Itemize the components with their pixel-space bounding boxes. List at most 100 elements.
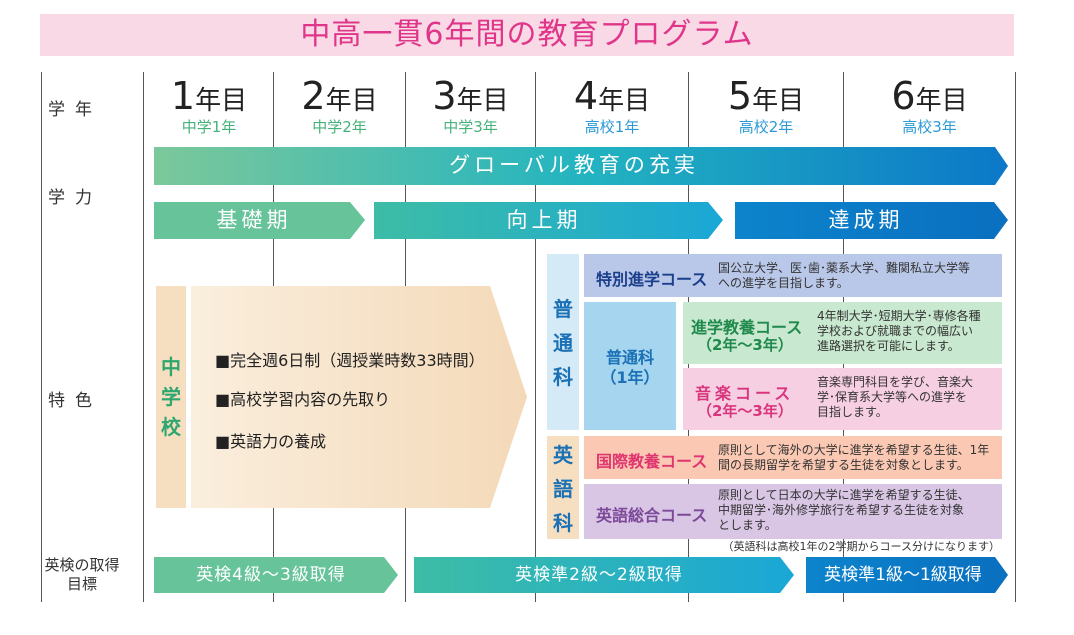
eiken-goal-3: 英検準1級〜1級取得 [824,565,982,585]
row-label-eiken-line2: 目標 [66,575,97,593]
eiken-arrow-2 [414,557,794,593]
eiken-goal-1: 英検4級〜3級取得 [196,565,346,585]
general-year1-box [584,302,676,430]
junior-high-char: 校 [161,415,181,439]
course-description: 国公立大学、医･歯･薬系大学、難関私立大学等 への進学を目指します。 [718,261,970,291]
grid-line [143,72,144,602]
year-grade: 高校3年 [902,118,957,136]
year-unit: 年目 [915,86,968,116]
year-number: 6 [891,74,916,118]
year-header-4: 4年目 高校1年 [536,76,688,135]
course-description: 原則として日本の大学に進学を希望する生徒、 中期留学･海外修学旅行を希望する生徒… [718,488,970,533]
general-year1-line: 普通科 [605,348,654,367]
global-arrow [154,147,1008,185]
year-unit: 年目 [752,86,805,116]
english-course-label: 英 語 科 [547,438,579,540]
course-name: 進学教養コース [691,318,803,337]
course-desc-line: とします。 [718,518,777,532]
course-name: 国際教養コース [596,452,708,471]
course-description: 4年制大学･短期大学･専修各種 学校および就職までの幅広い 進路選択を可能にしま… [817,309,981,354]
course-desc-line: への進学を目指します。 [718,276,849,290]
course-desc-line: 学･保育系大学等への進学を [817,390,968,404]
general-year1-label: 普通科 （1年） [584,348,676,388]
phase-arrow-basic [154,202,365,239]
course-english-general: 英語総合コース 原則として日本の大学に進学を希望する生徒、 中期留学･海外修学旅… [584,484,1002,539]
course-term: （2年〜3年） [697,336,793,354]
phase-label-basic: 基礎期 [216,208,292,232]
english-course-box [547,436,579,539]
feature-arrow [191,286,527,508]
course-desc-line: 国公立大学、医･歯･薬系大学、難関私立大学等 [718,261,971,275]
year-header-3: 3年目 中学3年 [406,76,535,135]
course-description: 原則として海外の大学に進学を希望する生徒、1年 間の長期留学を希望する生徒を対象… [718,443,989,473]
year-number: 3 [432,74,457,118]
year-number: 5 [727,74,753,118]
course-desc-line: 学校および就職までの幅広い [817,324,974,338]
phase-arrow-improve [374,202,723,239]
course-desc-line: 音楽専門科目を学び、音楽大 [817,375,974,389]
row-label-eiken: 英検の取得 目標 [38,556,126,594]
phase-label-improve: 向上期 [506,208,582,232]
year-header-6: 6年目 高校3年 [844,76,1015,135]
general-course-char: 科 [553,365,573,389]
course-description: 音楽専門科目を学び、音楽大 学･保育系大学等への進学を 目指します。 [817,375,973,420]
page-title: 中高一貫6年間の教育プログラム [40,14,1014,56]
row-label-eiken-line1: 英検の取得 [44,556,120,574]
year-header-1: 1年目 中学1年 [145,76,273,135]
english-course-char: 科 [553,511,573,535]
eiken-arrow-1 [154,557,398,593]
year-number: 1 [170,74,196,118]
course-desc-line: 進路選択を可能にします。 [817,339,960,353]
year-unit: 年目 [598,86,651,116]
english-course-note: （英語科は高校1年の2学期からコース分けになります） [722,540,1000,553]
general-year1-line: （1年） [600,368,660,387]
phase-arrow-achieve [735,202,1008,239]
junior-high-label: 中 学 校 [156,350,186,444]
course-desc-line: 4年制大学･短期大学･専修各種 [817,309,981,323]
year-number: 4 [573,74,599,118]
row-label-grade: 学年 [48,100,102,120]
course-desc-line: 原則として日本の大学に進学を希望する生徒、 [718,488,970,502]
year-unit: 年目 [195,86,248,116]
english-course-char: 語 [553,477,573,501]
year-unit: 年目 [325,86,378,116]
year-grade: 中学3年 [443,118,498,136]
row-label-academic: 学力 [48,188,102,208]
junior-high-char: 学 [161,385,181,409]
course-term: （2年〜3年） [697,402,793,420]
junior-high-feature-1: ■完全週6日制（週授業時数33時間） [215,351,485,370]
course-name: 英語総合コース [596,506,708,525]
eiken-goal-2: 英検準2級〜2級取得 [515,565,683,585]
general-course-label: 普 通 科 [547,292,579,394]
phase-label-achieve: 達成期 [828,208,904,232]
general-course-char: 普 [553,297,573,321]
global-education-label: グローバル教育の充実 [449,153,699,177]
course-name: 特別進学コース [596,270,708,289]
course-music: 音楽コース （2年〜3年） 音楽専門科目を学び、音楽大 学･保育系大学等への進学… [683,368,1002,430]
year-header-2: 2年目 中学2年 [274,76,405,135]
grid-line [1015,72,1016,602]
junior-high-box [156,286,186,508]
year-unit: 年目 [456,86,509,116]
grid-line [41,72,42,602]
general-course-box [547,254,579,430]
general-course-char: 通 [553,331,573,355]
english-course-char: 英 [553,443,573,467]
year-grade: 高校2年 [738,118,794,136]
course-desc-line: 中期留学･海外修学旅行を希望する生徒を対象 [718,503,965,517]
year-grade: 中学1年 [181,118,237,136]
row-label-feature: 特色 [48,391,102,411]
eiken-arrow-3 [806,557,1008,593]
year-header-5: 5年目 高校2年 [689,76,843,135]
year-number: 2 [301,74,326,118]
junior-high-char: 中 [161,355,181,379]
grid-line [535,72,536,602]
course-special-advance: 特別進学コース 国公立大学、医･歯･薬系大学、難関私立大学等 への進学を目指しま… [584,254,1002,297]
course-desc-line: 間の長期留学を希望する生徒を対象とします。 [718,458,969,472]
course-academic-liberal: 進学教養コース （2年〜3年） 4年制大学･短期大学･専修各種 学校および就職ま… [683,302,1002,364]
junior-high-feature-2: ■高校学習内容の先取り [215,390,391,409]
course-desc-line: 目指します。 [817,405,888,419]
junior-high-feature-3: ■英語力の養成 [215,432,327,451]
course-international: 国際教養コース 原則として海外の大学に進学を希望する生徒、1年 間の長期留学を希… [584,436,1002,479]
